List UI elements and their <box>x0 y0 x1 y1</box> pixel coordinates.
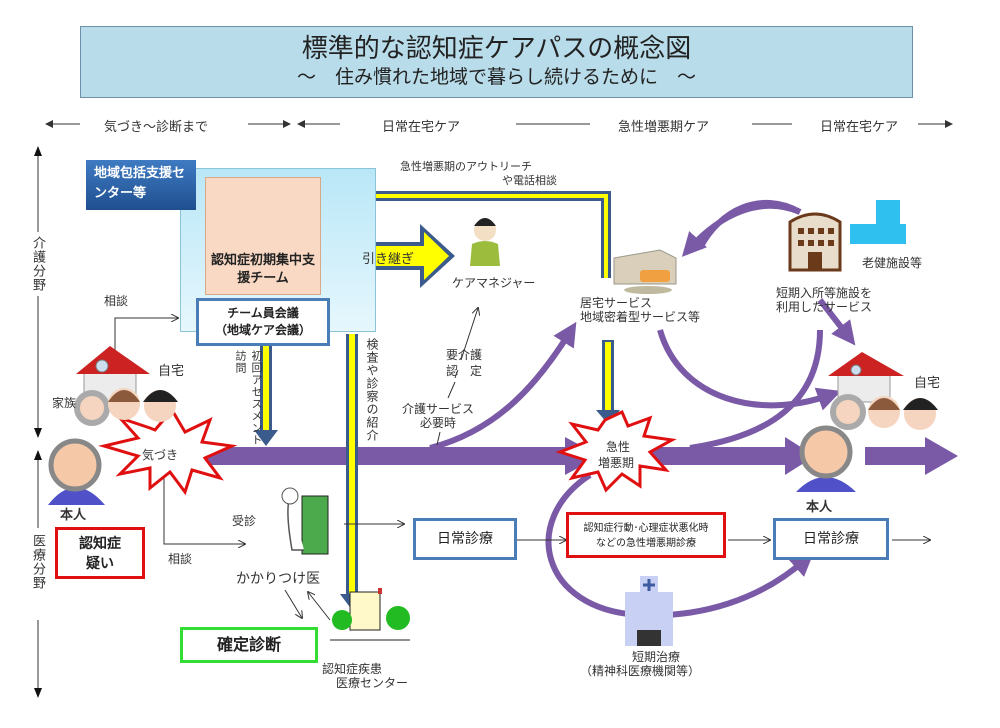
exam-referral-label: 検査や診察の紹介 <box>365 338 379 442</box>
awareness-burst <box>98 407 238 496</box>
suspect-line1: 認知症 <box>79 536 121 552</box>
doctor-icon <box>281 487 329 555</box>
team-meeting-box: チーム員会議 （地域ケア会議） <box>196 298 330 346</box>
acute-care-box: 認知症行動･心理症状悪化時 などの急性増悪期診療 <box>566 512 726 558</box>
acute-down-arrow <box>596 340 620 424</box>
dementia-suspect-box: 認知症 疑い <box>55 527 145 579</box>
title-banner: 標準的な認知症ケアパスの概念図 ～ 住み慣れた地域で暮らし続けるために ～ <box>80 26 913 98</box>
definitive-diagnosis-box: 確定診断 <box>180 627 318 663</box>
daily-care-box-2: 日常診療 <box>773 518 889 560</box>
daily-care-box-1: 日常診療 <box>413 518 517 560</box>
home-service-icon <box>613 249 677 294</box>
consult-label-top: 相談 <box>104 294 129 308</box>
thin-connectors <box>114 308 930 621</box>
phase-awareness: 気づき～診断まで <box>104 120 209 135</box>
person-icon-right <box>796 425 856 492</box>
acute-burst <box>555 409 677 493</box>
person-label-left: 本人 <box>60 508 87 523</box>
referral-arrow <box>340 334 364 610</box>
initial-assessment-label: 初回アセスメント訪問 <box>234 350 263 446</box>
short-treatment-line1: 短期治療 <box>632 650 681 664</box>
family-doctor-label: かかりつけ医 <box>236 571 321 587</box>
main-timeline-arrow <box>180 437 958 475</box>
vertical-axis <box>34 146 42 698</box>
person-icon-left <box>48 438 105 505</box>
short-treatment-line2: （精神科医療機関等） <box>580 664 701 678</box>
care-cert-line2: 認 定 <box>446 364 483 378</box>
medical-center-line2: 医療センター <box>336 676 409 690</box>
phase-daily-care: 日常在宅ケア <box>382 120 461 135</box>
visit-label: 受診 <box>232 514 257 528</box>
page-subtitle: ～ 住み慣れた地域で暮らし続けるために ～ <box>296 66 696 88</box>
short-stay-facility-icon <box>788 212 842 272</box>
initial-support-team: 認知症初期集中支援チーム <box>205 177 321 295</box>
home-service-line2: 地域密着型サービス等 <box>580 310 701 324</box>
medical-center-icon <box>330 588 410 641</box>
care-manager-icon <box>470 218 500 266</box>
care-need-line2: 必要時 <box>420 416 457 430</box>
outreach-line1: 急性増悪期のアウトリーチ <box>400 160 532 173</box>
hospital-icon <box>625 576 673 646</box>
outreach-line <box>322 191 611 278</box>
handover-label: 引き継ぎ <box>362 252 415 267</box>
home-service-line1: 居宅サービス <box>580 296 653 310</box>
handover-arrow <box>330 224 455 288</box>
medical-field-label: 医療分野 <box>30 534 45 590</box>
person-label-right: 本人 <box>806 500 833 515</box>
consult-label-bottom: 相談 <box>168 552 193 566</box>
home-label-right: 自宅 <box>914 376 941 391</box>
phase-daily-care-2: 日常在宅ケア <box>820 120 899 135</box>
care-field-label: 介護分野 <box>30 236 45 292</box>
elderly-facility-label: 老健施設等 <box>862 256 923 270</box>
elderly-facility-icon <box>850 200 906 244</box>
meeting-line1: チーム員会議 <box>227 306 299 320</box>
outreach-line2: や電話相談 <box>502 174 557 187</box>
phase-acute-care: 急性増悪期ケア <box>618 120 710 135</box>
care-manager-label: ケアマネジャー <box>452 276 536 290</box>
support-center-tag: 地域包括支援センター等 <box>86 160 196 210</box>
house-icon-right <box>828 352 904 403</box>
acute-label-line2: 増悪期 <box>598 456 635 470</box>
family-icon-right <box>830 394 938 430</box>
page-title: 標準的な認知症ケアパスの概念図 <box>301 34 692 64</box>
suspect-line2: 疑い <box>86 556 114 572</box>
acute-care-line2: などの急性増悪期診療 <box>596 538 696 549</box>
medical-center-line1: 認知症疾患 <box>322 662 383 676</box>
short-stay-line2: 利用したサービス <box>776 300 873 314</box>
family-label: 家族 <box>52 396 77 410</box>
short-stay-line1: 短期入所等施設を <box>776 286 873 300</box>
care-cert-line1: 要介護 <box>446 348 483 362</box>
meeting-line2: （地域ケア会議） <box>214 323 311 337</box>
care-need-line1: 介護サービス <box>402 402 475 416</box>
home-label-left: 自宅 <box>158 364 185 379</box>
assessment-arrow <box>254 346 278 446</box>
acute-label-line1: 急性 <box>606 440 631 454</box>
team-label: 認知症初期集中支援チーム <box>210 253 315 286</box>
awareness-label: 気づき <box>142 448 179 462</box>
family-icon-left <box>74 388 178 426</box>
acute-care-line1: 認知症行動･心理症状悪化時 <box>583 523 709 534</box>
